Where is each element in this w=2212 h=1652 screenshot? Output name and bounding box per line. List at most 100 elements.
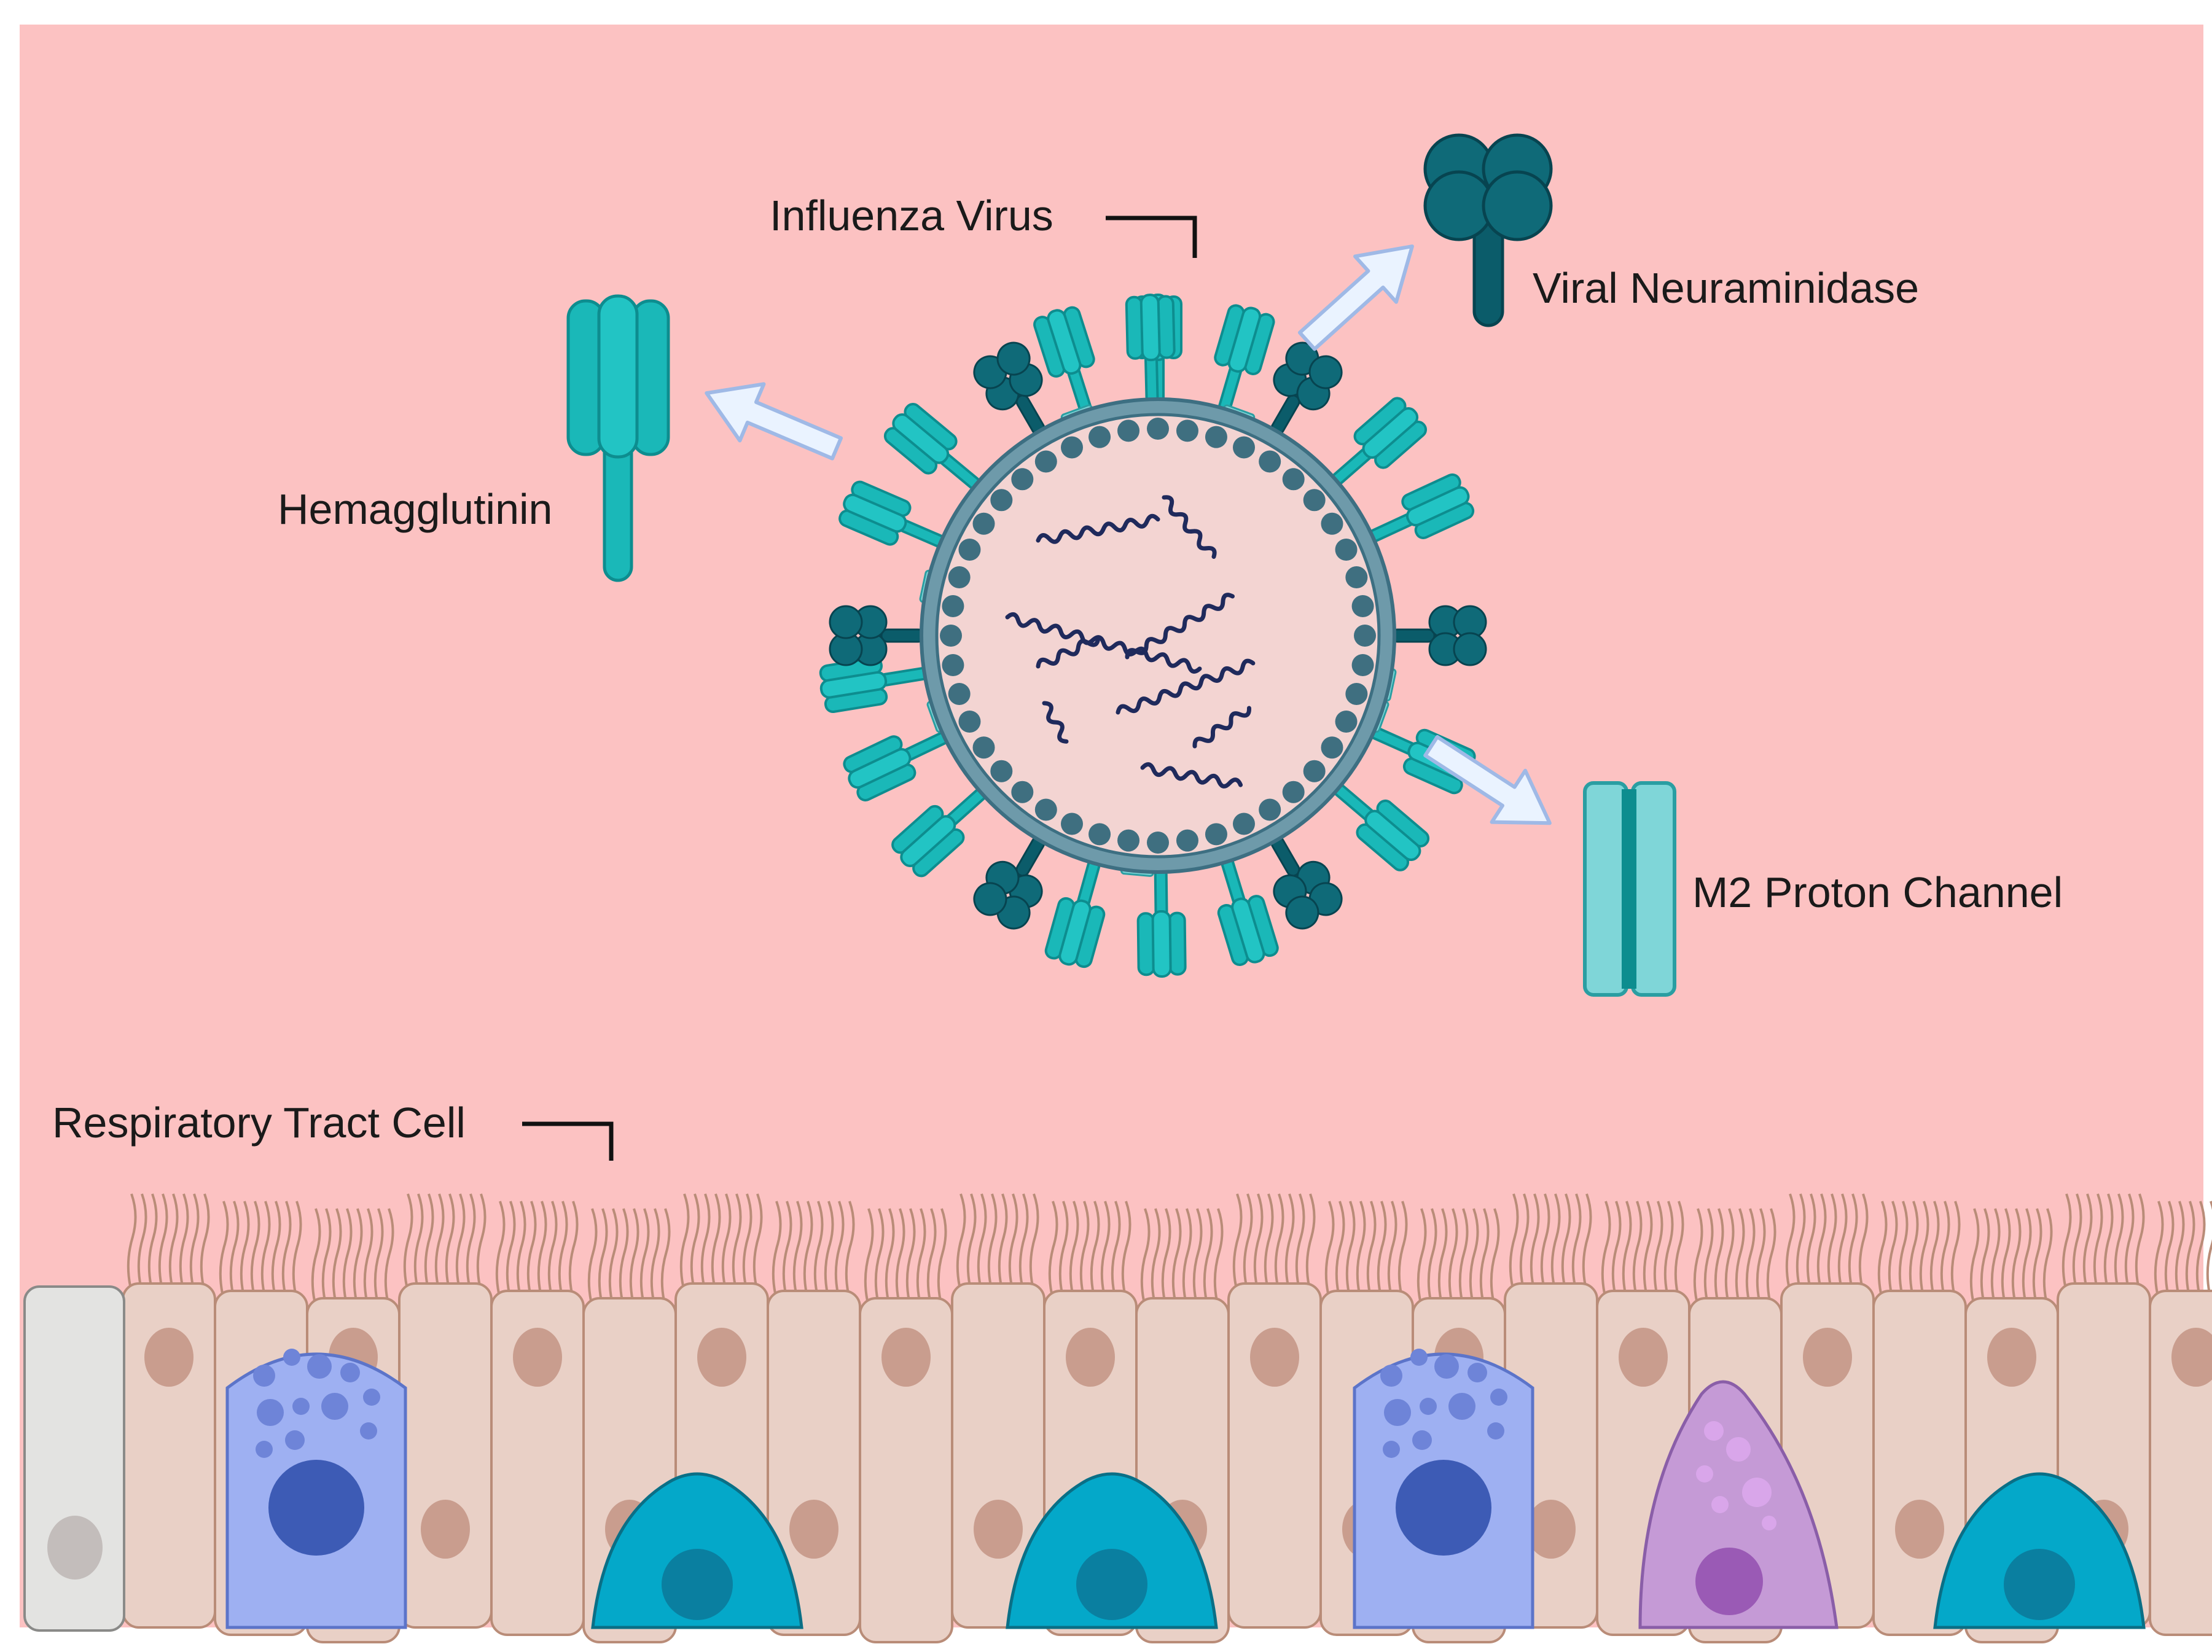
cilium (1929, 1201, 1940, 1294)
cilium (1530, 1193, 1540, 1287)
matrix-bead (1088, 426, 1111, 448)
cilium (1969, 1208, 1980, 1301)
cilium (568, 1201, 579, 1294)
cilium (1100, 1201, 1111, 1294)
cilium (200, 1193, 210, 1287)
cilium (466, 1193, 476, 1287)
rna-strand (1192, 706, 1251, 749)
neuroendocrine-nucleus (1695, 1548, 1763, 1615)
cilium (1171, 1208, 1182, 1301)
matrix-bead (1303, 489, 1326, 512)
specialized-cells (225, 1349, 2146, 1629)
cilium (2185, 1201, 2195, 1294)
cilium (1437, 1208, 1448, 1301)
matrix-bead (1259, 798, 1281, 821)
cilium (1858, 1193, 1869, 1287)
cilium (1816, 1193, 1827, 1287)
cilium (1582, 1193, 1592, 1287)
cilium (179, 1193, 189, 1287)
mucin-granule (307, 1354, 332, 1379)
cilium (147, 1193, 158, 1287)
cilium (1571, 1193, 1582, 1287)
goblet-nucleus (1396, 1460, 1491, 1556)
cilium (373, 1208, 384, 1301)
cell-nucleus (974, 1500, 1023, 1559)
matrix-bead (972, 512, 995, 535)
cell-nucleus (1895, 1500, 1944, 1559)
cell-nucleus (513, 1328, 562, 1387)
mucin-granule (1468, 1363, 1487, 1382)
cilium (937, 1208, 947, 1301)
cilium (260, 1201, 271, 1294)
cilium (2114, 1193, 2124, 1287)
cilium (1877, 1201, 1888, 1294)
cell-nucleus (421, 1500, 470, 1559)
matrix-bead (1321, 736, 1343, 759)
cilium (1909, 1201, 1919, 1294)
mucin-granule (285, 1430, 305, 1450)
cilium (700, 1193, 711, 1287)
matrix-bead (990, 489, 1013, 512)
cilium (2062, 1193, 2072, 1287)
cilium (1632, 1201, 1643, 1294)
mucin-granule (1380, 1365, 1402, 1387)
cilium (1111, 1201, 1121, 1294)
cilium (834, 1201, 845, 1294)
mucin-granule (256, 1441, 273, 1458)
cilium (1203, 1208, 1213, 1301)
cilium (537, 1201, 547, 1294)
matrix-bead (1345, 566, 1368, 589)
mucin-granule (1410, 1349, 1428, 1366)
matrix-bead (1282, 781, 1305, 803)
virus-label: Influenza Virus (770, 192, 1053, 240)
cilium (1140, 1208, 1151, 1301)
cell-nucleus (1987, 1328, 2036, 1387)
rna-strand (1125, 593, 1235, 660)
cilium (1018, 1193, 1029, 1287)
m2-channel-icon (1583, 781, 1676, 997)
matrix-bead (1205, 426, 1227, 448)
cilium (916, 1208, 926, 1301)
cilium (1827, 1193, 1837, 1287)
cilium (1213, 1208, 1224, 1301)
cilium (2001, 1208, 2011, 1301)
influenza-virus (816, 293, 1487, 978)
cilium (1745, 1208, 1756, 1301)
cilium (445, 1193, 455, 1287)
cilium (845, 1201, 855, 1294)
matrix-bead (1321, 512, 1343, 535)
cilium (1192, 1208, 1203, 1301)
cilium (895, 1208, 905, 1301)
cilium (732, 1193, 742, 1287)
mucin-granule (253, 1365, 275, 1387)
cilium (1919, 1201, 1929, 1294)
cilium (2082, 1193, 2093, 1287)
cilium (2164, 1201, 2175, 1294)
cilium (1048, 1201, 1058, 1294)
cilium (281, 1201, 292, 1294)
cilium (956, 1193, 966, 1287)
cilium (1253, 1193, 1264, 1287)
rna-strand (1042, 701, 1069, 744)
cilium (629, 1208, 639, 1301)
matrix-bead (958, 710, 981, 733)
cilium (660, 1208, 671, 1301)
cilium (1090, 1201, 1100, 1294)
matrix-bead (1011, 781, 1034, 803)
matrix-bead (1034, 798, 1057, 821)
cilium (926, 1208, 937, 1301)
mucin-granule (283, 1349, 300, 1366)
cilium (292, 1201, 302, 1294)
cilium (1069, 1201, 1079, 1294)
cilium (772, 1201, 782, 1294)
mucin-granule (1383, 1441, 1400, 1458)
cilium (824, 1201, 834, 1294)
cilium (2195, 1201, 2206, 1294)
cilium (1151, 1208, 1161, 1301)
matrix-protein-layer (940, 418, 1376, 854)
cilium (1540, 1193, 1550, 1287)
mucin-granule (340, 1363, 360, 1382)
matrix-bead (942, 595, 964, 618)
cilium (1653, 1201, 1663, 1294)
cell-nucleus (144, 1328, 193, 1387)
